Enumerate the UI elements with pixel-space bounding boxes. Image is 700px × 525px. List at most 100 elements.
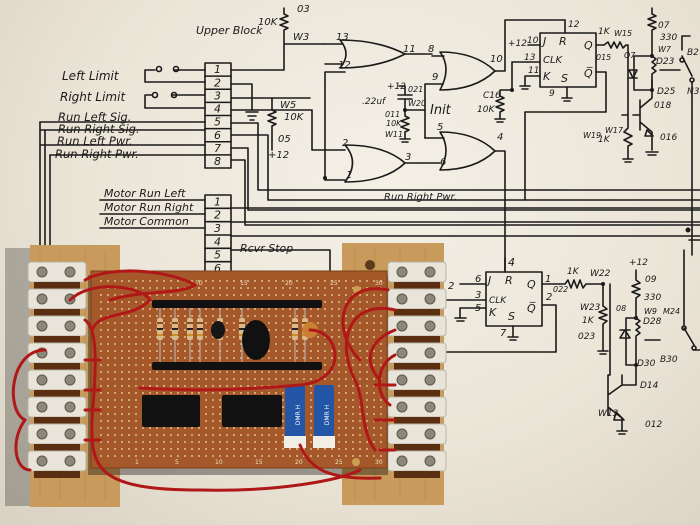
screw-icon <box>424 347 436 359</box>
resistor <box>187 308 193 362</box>
svg-text:+12: +12 <box>629 258 648 268</box>
screw-icon <box>396 401 408 413</box>
svg-text:08: 08 <box>616 304 626 313</box>
column-mark: 15 <box>255 459 263 466</box>
svg-text:D14: D14 <box>640 381 659 391</box>
switch-contact <box>151 91 159 99</box>
svg-text:011: 011 <box>385 110 400 119</box>
electrolytic-component <box>242 320 270 360</box>
svg-text:W13: W13 <box>598 409 619 419</box>
transistor <box>211 321 225 339</box>
screw-icon <box>64 266 76 278</box>
or-gate-1: 13 12 11 <box>324 32 433 71</box>
or-gate-2: 8 9 10 <box>424 19 566 139</box>
rcvr-stop-label: Rcvr Stop <box>240 242 293 255</box>
svg-text:M24: M24 <box>663 307 680 316</box>
svg-text:D25: D25 <box>657 87 676 97</box>
screw-terminal <box>387 369 447 397</box>
column-mark: 15 <box>240 280 248 287</box>
pin-header <box>152 362 322 370</box>
ic-chip-2 <box>222 395 282 427</box>
ic-chip-1 <box>142 395 200 427</box>
screw-icon <box>396 374 408 386</box>
bus-wiring <box>230 109 700 226</box>
screw-icon <box>64 347 76 359</box>
block-pin-number: 2 <box>214 76 221 89</box>
signal-lines <box>39 121 206 156</box>
svg-text:1K: 1K <box>598 135 611 145</box>
signal-label: Run Right Pwr. <box>55 147 139 161</box>
red-wiring <box>11 269 397 492</box>
block-pin-number: 1 <box>214 195 221 208</box>
svg-text:W20: W20 <box>408 99 426 108</box>
svg-text:10: 10 <box>527 36 539 46</box>
svg-text:Q: Q <box>584 39 593 52</box>
svg-text:Q7: Q7 <box>624 51 636 60</box>
or-gate-3: 2 1 3 <box>342 138 441 183</box>
terminal-strip-left <box>27 261 87 478</box>
switch-contact <box>172 65 180 73</box>
block-pin-number: 2 <box>214 209 221 222</box>
column-mark: 30 <box>375 459 383 466</box>
block-pin-number: 6 <box>214 262 221 275</box>
screw-icon <box>424 320 436 332</box>
screw-icon <box>64 320 76 332</box>
switch-contact <box>155 65 163 73</box>
svg-text:J: J <box>486 274 491 287</box>
flip-flop-top: J R CLK K S Q Q̅ +12 10 13 11 12 9 <box>508 19 607 201</box>
screw-icon <box>396 428 408 440</box>
signal-label: Right Limit <box>60 90 126 104</box>
resistor <box>292 308 298 362</box>
block-pin-number: 6 <box>214 129 221 142</box>
init-network: Init +12 .22uf 021 W20 011 10K W11 <box>362 82 452 143</box>
svg-text:Q̅: Q̅ <box>527 302 536 315</box>
svg-text:W15: W15 <box>614 29 632 38</box>
svg-text:10K: 10K <box>386 119 402 128</box>
svg-text:11: 11 <box>528 66 539 76</box>
signal-label: Motor Common <box>104 215 189 228</box>
relay-driver-bottom: 1K W22 022 W23 1K 023 +12 09 330 W9 08 D… <box>553 249 700 435</box>
column-mark: 5 <box>175 459 179 466</box>
flip-flop-bottom: 4 J R CLK K S Q Q̅ 6 3 5 7 1 2 2 <box>444 256 561 353</box>
screw-terminal <box>27 423 87 451</box>
svg-text:6: 6 <box>475 274 481 285</box>
right-limit-wiring <box>144 94 206 109</box>
screw-icon <box>424 428 436 440</box>
column-mark: 20 <box>285 280 293 287</box>
svg-text:W17: W17 <box>605 126 624 135</box>
svg-text:DMR H: DMR H <box>324 405 331 425</box>
screw-terminal <box>387 396 447 424</box>
svg-text:+12: +12 <box>508 39 527 49</box>
supply-label: +12 <box>268 150 289 161</box>
svg-text:13: 13 <box>524 53 536 63</box>
svg-text:012: 012 <box>645 420 662 430</box>
svg-text:5: 5 <box>437 122 443 133</box>
resistor <box>172 308 178 362</box>
resistor-10k-mid <box>230 83 311 151</box>
signal-label: Run Left Pwr. <box>57 134 133 148</box>
svg-text:015: 015 <box>596 53 611 62</box>
screw-terminal <box>387 423 447 451</box>
resistor <box>157 308 163 362</box>
switch-contact <box>170 91 178 99</box>
svg-text:10: 10 <box>490 54 503 65</box>
svg-text:D30: D30 <box>637 359 656 369</box>
svg-text:1K: 1K <box>598 27 611 37</box>
svg-text:N3: N3 <box>687 87 700 97</box>
trimmer-capacitor-1: DMR H <box>284 385 306 448</box>
block-pin-number: 3 <box>214 222 221 235</box>
or-gate-4: 5 6 4 <box>424 122 506 271</box>
junction-dot <box>403 108 407 112</box>
column-mark: 1 <box>135 459 139 466</box>
screw-icon <box>396 455 408 467</box>
svg-text:CLK: CLK <box>489 296 507 306</box>
screw-icon <box>396 347 408 359</box>
screw-icon <box>424 401 436 413</box>
screw-terminal <box>387 450 447 478</box>
svg-text:W11: W11 <box>385 130 403 139</box>
svg-text:9: 9 <box>549 89 555 99</box>
svg-text:W9: W9 <box>644 307 657 316</box>
signal-label: Run Right Sig. <box>58 122 140 136</box>
svg-text:R: R <box>559 35 567 48</box>
